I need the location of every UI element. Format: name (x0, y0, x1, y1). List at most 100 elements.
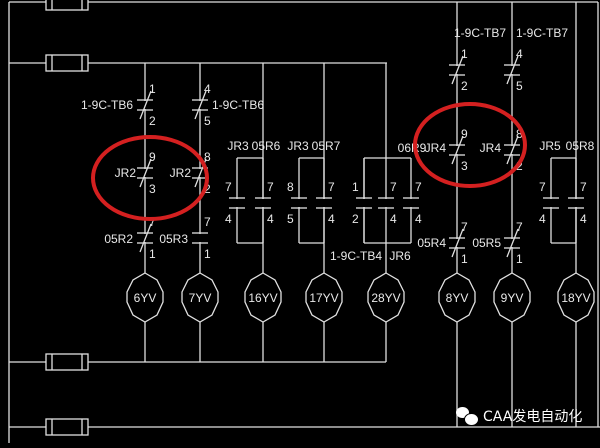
fuse-body (45, 353, 89, 371)
contact-name: 1-9C-TB7 (454, 26, 506, 40)
pin-label: 7 (539, 180, 546, 194)
pin-label: 1 (352, 180, 359, 194)
coil-symbol (181, 272, 219, 323)
coil-16yv: 16YV (244, 272, 282, 323)
pin-label: 7 (328, 180, 335, 194)
pin-label: 7 (415, 180, 422, 194)
contact-name: 1-9C-TB6 (212, 98, 264, 112)
contact-gap (549, 199, 553, 207)
contact-1-9c-tb4 (356, 197, 372, 209)
contact-name: JR3 (227, 139, 249, 153)
pin-label: 8 (204, 150, 211, 164)
pin-label: 7 (225, 180, 232, 194)
coil-label: 9YV (501, 291, 524, 305)
wechat-icon (456, 407, 479, 426)
pin-label: 7 (149, 215, 156, 229)
nc-slash (451, 135, 464, 165)
contact-05r2 (137, 223, 153, 253)
contact-jr3 (291, 197, 307, 209)
contact-jr6 (378, 197, 394, 209)
fuse-icon (45, 54, 89, 72)
pin-label: 4 (328, 212, 335, 226)
contact-name: JR2 (170, 166, 192, 180)
contact-05r4 (449, 228, 465, 258)
coil-7yv: 7YV (181, 272, 219, 323)
pin-label: 2 (461, 79, 468, 93)
contact-name: 1-9C-TB6 (81, 98, 133, 112)
fuse-icon (45, 0, 89, 11)
nc-slash (506, 135, 519, 165)
contact-05r7 (316, 197, 332, 209)
contact-jr4 (504, 135, 520, 165)
contact-name: 05R8 (566, 139, 595, 153)
contact-1-9c-tb7 (504, 55, 520, 85)
pin-label: 7 (267, 180, 274, 194)
watermark-text: CAA发电自动化 (483, 409, 583, 425)
fuse-body (45, 54, 89, 72)
pin-label: 4 (580, 212, 587, 226)
pin-label: 7 (516, 220, 523, 234)
nc-slash (139, 158, 152, 188)
contact-gap (409, 199, 413, 207)
contact-name: 06R9 (398, 141, 427, 155)
pin-label: 9 (461, 127, 468, 141)
coil-symbol (493, 272, 531, 323)
coil-label: 18YV (561, 291, 590, 305)
nc-slash (506, 228, 519, 258)
contact-06r9 (403, 197, 419, 209)
pin-label: 8 (516, 127, 523, 141)
coil-label: 6YV (134, 291, 157, 305)
contact-name: 05R2 (104, 232, 133, 246)
pin-label: 4 (539, 212, 546, 226)
contact-name: 05R5 (472, 236, 501, 250)
pin-label: 4 (204, 82, 211, 96)
coil-label: 16YV (248, 291, 277, 305)
contact-name: JR6 (389, 249, 411, 263)
coil-9yv: 9YV (493, 272, 531, 323)
fuse-icon (45, 353, 89, 371)
pin-label: 2 (352, 212, 359, 226)
pin-label: 4 (267, 212, 274, 226)
coil-18yv: 18YV (557, 272, 595, 323)
contact-name: JR4 (480, 141, 502, 155)
contact-jr2 (137, 158, 153, 188)
pin-label: 7 (461, 220, 468, 234)
contact-05r5 (504, 228, 520, 258)
pin-label: 4 (225, 212, 232, 226)
pin-label: 4 (516, 47, 523, 61)
contact-gap (384, 199, 388, 207)
contact-gap (574, 199, 578, 207)
pin-label: 4 (415, 212, 422, 226)
contact-jr5 (543, 197, 559, 209)
contact-name: JR4 (425, 141, 447, 155)
coil-symbol (126, 272, 164, 323)
coil-symbol (244, 272, 282, 323)
pin-label: 2 (204, 182, 211, 196)
nc-slash (194, 90, 207, 120)
pin-label: 9 (149, 150, 156, 164)
contact-name: 1-9C-TB7 (516, 26, 568, 40)
nc-slash (506, 55, 519, 85)
coil-label: 17YV (309, 291, 338, 305)
pin-label: 1 (461, 252, 468, 266)
coil-label: 28YV (371, 291, 400, 305)
pin-label: 3 (149, 182, 156, 196)
contact-name: 05R6 (252, 139, 281, 153)
contact-05r8 (568, 197, 584, 209)
coil-17yv: 17YV (305, 272, 343, 323)
fuse-icon (45, 418, 89, 436)
pin-label: 1 (461, 47, 468, 61)
pin-label: 5 (287, 212, 294, 226)
fuse-body (45, 0, 89, 11)
coil-symbol (557, 272, 595, 323)
pin-label: 5 (204, 114, 211, 128)
contact-gap (322, 199, 326, 207)
contact-1-9c-tb6 (192, 90, 208, 120)
pin-label: 1 (149, 247, 156, 261)
pin-label: 4 (390, 212, 397, 226)
coil-28yv: 28YV (367, 272, 405, 323)
contact-gap (198, 234, 202, 242)
contact-jr3 (229, 197, 245, 209)
